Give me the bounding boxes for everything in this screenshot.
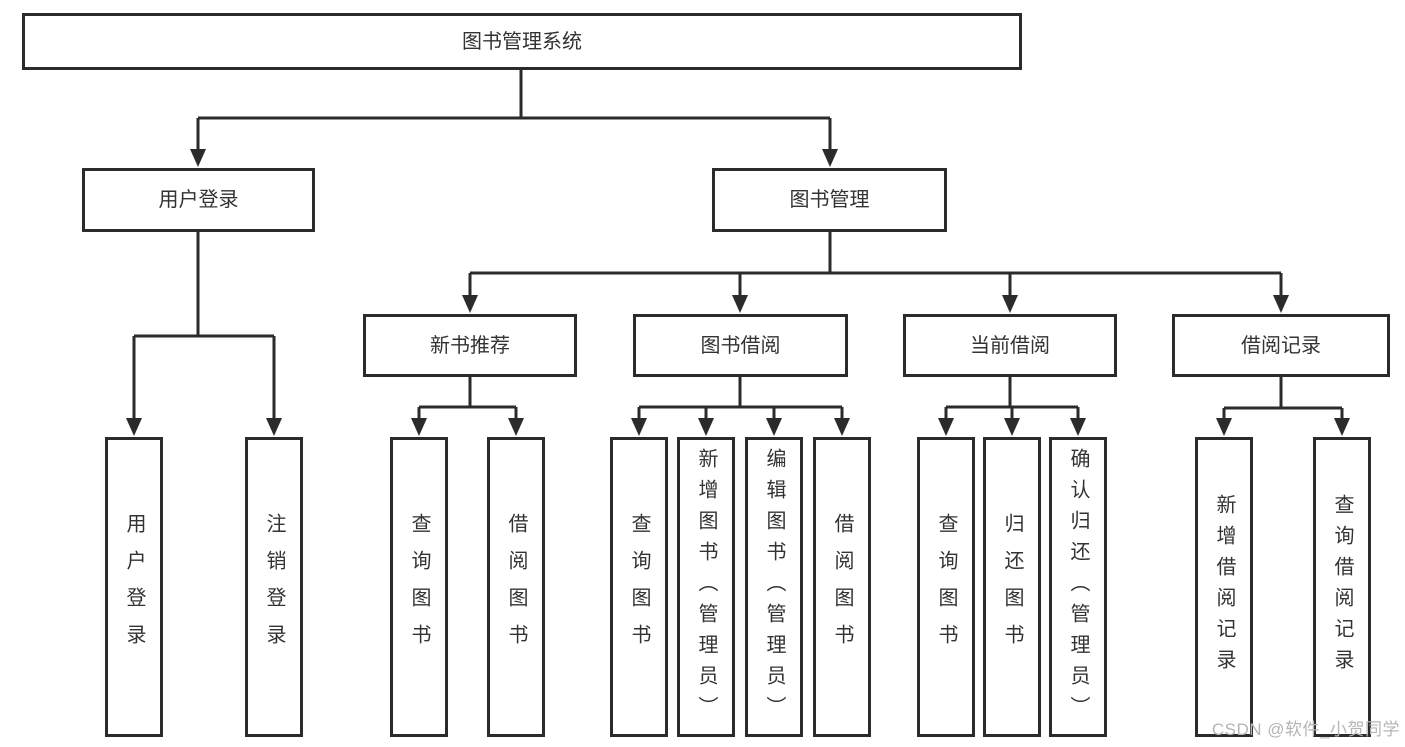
node-new-book-recommend: 新书推荐: [363, 314, 577, 377]
arrowhead-group: [126, 149, 1350, 436]
leaf-user-login: 用户登录: [105, 437, 163, 737]
leaf-logout: 注销登录: [245, 437, 303, 737]
leaf-return-books: 归还图书: [983, 437, 1041, 737]
leaf-borrow-books: 借阅图书: [813, 437, 871, 737]
leaf-borrow-books-recommend: 借阅图书: [487, 437, 545, 737]
leaf-confirm-return-admin: 确认归还（管理员）: [1049, 437, 1107, 737]
csdn-watermark: CSDN @软件_小贺同学: [1211, 720, 1400, 739]
leaf-query-books-borrowing: 查询图书: [610, 437, 668, 737]
node-borrow-records: 借阅记录: [1172, 314, 1390, 377]
leaf-query-books-recommend: 查询图书: [390, 437, 448, 737]
node-library-system: 图书管理系统: [22, 13, 1022, 70]
node-book-management-module: 图书管理: [712, 168, 947, 232]
leaf-query-borrow-record: 查询借阅记录: [1313, 437, 1371, 737]
node-book-borrowing: 图书借阅: [633, 314, 848, 377]
node-user-login-module: 用户登录: [82, 168, 315, 232]
node-current-borrowing: 当前借阅: [903, 314, 1117, 377]
leaf-add-books-admin: 新增图书（管理员）: [677, 437, 735, 737]
leaf-query-books-current: 查询图书: [917, 437, 975, 737]
leaf-edit-books-admin: 编辑图书（管理员）: [745, 437, 803, 737]
leaf-add-borrow-record: 新增借阅记录: [1195, 437, 1253, 737]
